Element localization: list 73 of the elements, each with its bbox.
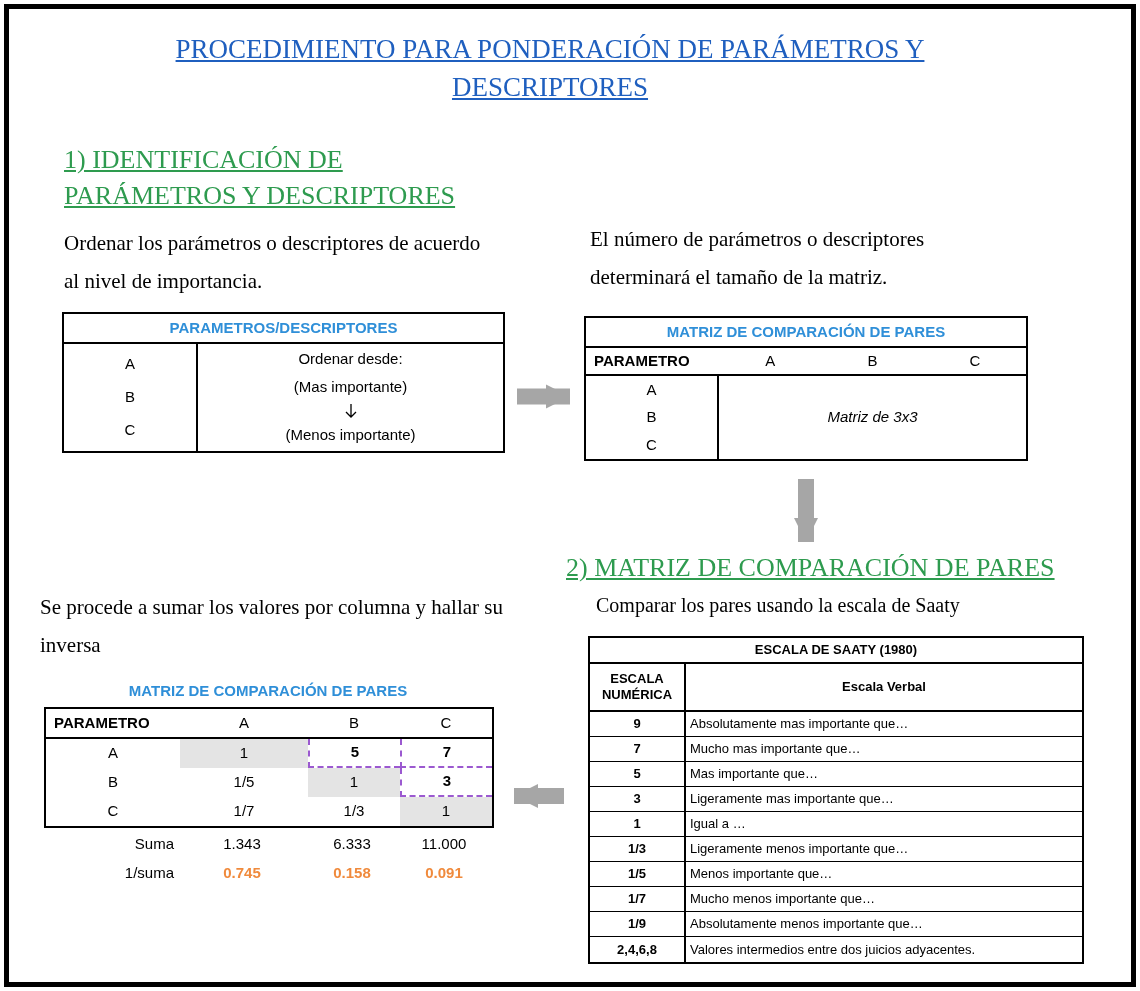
matrix-value: 5 bbox=[350, 742, 360, 763]
block-arrow bbox=[794, 479, 818, 542]
instruction-text: Se procede a sumar los valores por columna y hallar su inversa bbox=[40, 595, 504, 657]
instruction-text: Ordenar desde: bbox=[298, 349, 403, 370]
parameter-label: A bbox=[125, 354, 135, 375]
column-header: B bbox=[349, 712, 359, 733]
row-label: C bbox=[646, 434, 657, 455]
scale-value: 9 bbox=[633, 715, 641, 734]
row-label: A bbox=[646, 379, 657, 400]
scale-description: Valores intermedios entre dos juicios adyacentes. bbox=[690, 940, 976, 959]
matrix-value: 1 bbox=[349, 772, 359, 793]
parameter-label: B bbox=[125, 387, 135, 408]
table-title: PARAMETROS/DESCRIPTORES bbox=[169, 317, 398, 338]
column-header: A bbox=[239, 712, 249, 733]
row-label: 1/suma bbox=[124, 862, 174, 883]
matrix-value: 3 bbox=[442, 771, 452, 792]
inverse-sum-value: 0.745 bbox=[223, 862, 261, 883]
scale-value: 1 bbox=[633, 815, 641, 834]
scale-value: 7 bbox=[633, 740, 641, 759]
row-label: B bbox=[646, 407, 657, 428]
scale-value: 5 bbox=[633, 765, 641, 784]
column-header: ESCALA NUMÉRICA bbox=[600, 670, 674, 704]
matrix-value: 1/5 bbox=[233, 772, 255, 793]
table-title: MATRIZ DE COMPARACIÓN DE PARES bbox=[128, 681, 408, 701]
column-header: C bbox=[440, 712, 452, 733]
order-text: (Menos importante) bbox=[285, 425, 416, 446]
section-heading: 2) MATRIZ DE COMPARACIÓN DE PARES bbox=[566, 553, 1055, 582]
inverse-sum-value: 0.158 bbox=[333, 862, 371, 883]
row-label: B bbox=[108, 772, 118, 793]
scale-description: Ligeramente menos importante que… bbox=[690, 840, 909, 859]
scale-value: 1/9 bbox=[627, 915, 647, 934]
matrix-value: 7 bbox=[442, 742, 452, 763]
scale-value: 1/3 bbox=[627, 840, 647, 859]
scale-value: 2,4,6,8 bbox=[617, 940, 657, 959]
table-title: ESCALA DE SAATY (1980) bbox=[754, 641, 918, 660]
scale-description: Ligeramente mas importante que… bbox=[690, 790, 894, 809]
scale-description: Mucho mas importante que… bbox=[690, 740, 861, 759]
scale-value: 3 bbox=[633, 790, 641, 809]
scale-description: Menos importante que… bbox=[690, 865, 833, 884]
scale-description: Mucho menos importante que… bbox=[690, 890, 875, 909]
page-title: PROCEDIMIENTO PARA PONDERACIÓN DE PARÁMETROS Y DESCRIPTORES bbox=[175, 34, 925, 102]
scale-description: Mas importante que… bbox=[690, 765, 818, 784]
scale-value: 1/7 bbox=[627, 890, 647, 909]
matrix-value: 1 bbox=[441, 801, 451, 822]
block-arrow bbox=[514, 784, 564, 808]
scale-description: Absolutamente menos importante que… bbox=[690, 915, 923, 934]
table-title: MATRIZ DE COMPARACIÓN DE PARES bbox=[666, 321, 946, 342]
column-header: PARAMETRO bbox=[54, 714, 150, 731]
row-label: C bbox=[107, 801, 119, 822]
column-header: B bbox=[867, 350, 878, 371]
matrix-value: 1/3 bbox=[343, 801, 365, 822]
section-heading: 1) IDENTIFICACIÓN DE PARÁMETROS Y DESCRIPTORES bbox=[64, 145, 456, 210]
parameter-label: C bbox=[124, 420, 136, 441]
instruction-text: Comparar los pares usando la escala de Saaty bbox=[596, 594, 960, 616]
column-header: PARAMETRO bbox=[594, 352, 690, 369]
column-header: Escala Verbal bbox=[842, 678, 926, 697]
sum-value: 6.333 bbox=[333, 833, 371, 854]
sum-value: 11.000 bbox=[421, 833, 467, 854]
column-header: A bbox=[765, 350, 776, 371]
column-header: C bbox=[969, 350, 981, 371]
matrix-value: 1/7 bbox=[233, 801, 255, 822]
row-label: Suma bbox=[134, 833, 174, 854]
row-label: A bbox=[108, 743, 118, 764]
inverse-sum-value: 0.091 bbox=[425, 862, 463, 883]
scale-value: 1/5 bbox=[627, 865, 647, 884]
sum-value: 1.343 bbox=[223, 833, 261, 854]
order-text: (Mas importante) bbox=[293, 376, 408, 397]
scale-description: Igual a … bbox=[690, 815, 746, 834]
instruction-text: Ordenar los parámetros o descriptores de acuerdo al nivel de importancia. bbox=[64, 231, 481, 293]
scale-description: Absolutamente mas importante que… bbox=[690, 715, 909, 734]
instruction-text: El número de parámetros o descriptores determinará el tamaño de la matriz. bbox=[590, 227, 925, 289]
block-arrow bbox=[517, 384, 570, 409]
matrix-value: 1 bbox=[239, 743, 249, 764]
